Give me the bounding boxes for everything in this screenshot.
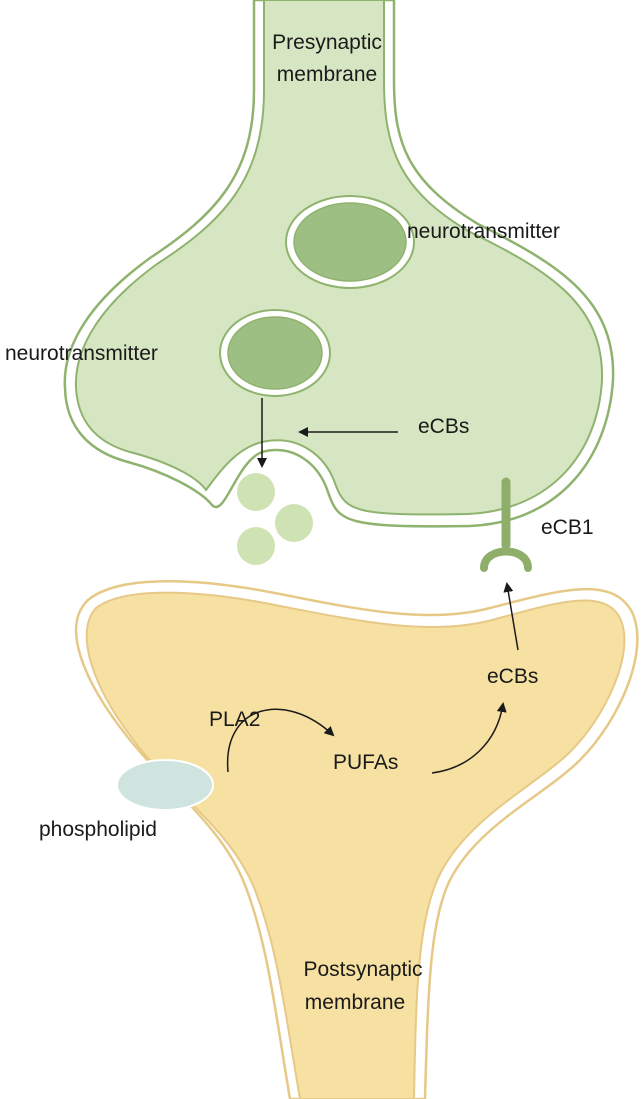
postsynaptic-spine [74, 580, 639, 1099]
released-neurotransmitter-1 [237, 473, 275, 511]
vesicle-top [285, 195, 415, 289]
ecbs-label-presynaptic: eCBs [418, 415, 469, 438]
phospholipid-shape [116, 759, 214, 811]
released-neurotransmitter-3 [237, 527, 275, 565]
postsynaptic-inner-membrane [85, 591, 626, 1099]
phospholipid-label: phospholipid [39, 818, 157, 841]
vesicle-left [219, 309, 331, 397]
released-neurotransmitter-2 [275, 504, 313, 542]
neurotransmitter-label-top: neurotransmitter [407, 220, 560, 243]
postsynaptic-label-line2: membrane [305, 991, 405, 1014]
pla2-label: PLA2 [209, 708, 260, 731]
neurotransmitter-label-left: neurotransmitter [5, 342, 158, 365]
arrow-ecbs-to-ecb1 [503, 582, 519, 651]
ecb1-label: eCB1 [541, 516, 594, 539]
arrow-pufas-to-ecbs [431, 702, 507, 774]
ecb1-receptor [480, 477, 532, 572]
presynaptic-label-line1: Presynaptic [272, 31, 382, 54]
arrow-pla2 [226, 708, 335, 773]
ecbs-label-postsynaptic: eCBs [487, 665, 538, 688]
pufas-label: PUFAs [333, 751, 398, 774]
presynaptic-label-line2: membrane [277, 63, 377, 86]
postsynaptic-label-line1: Postsynaptic [303, 958, 422, 981]
